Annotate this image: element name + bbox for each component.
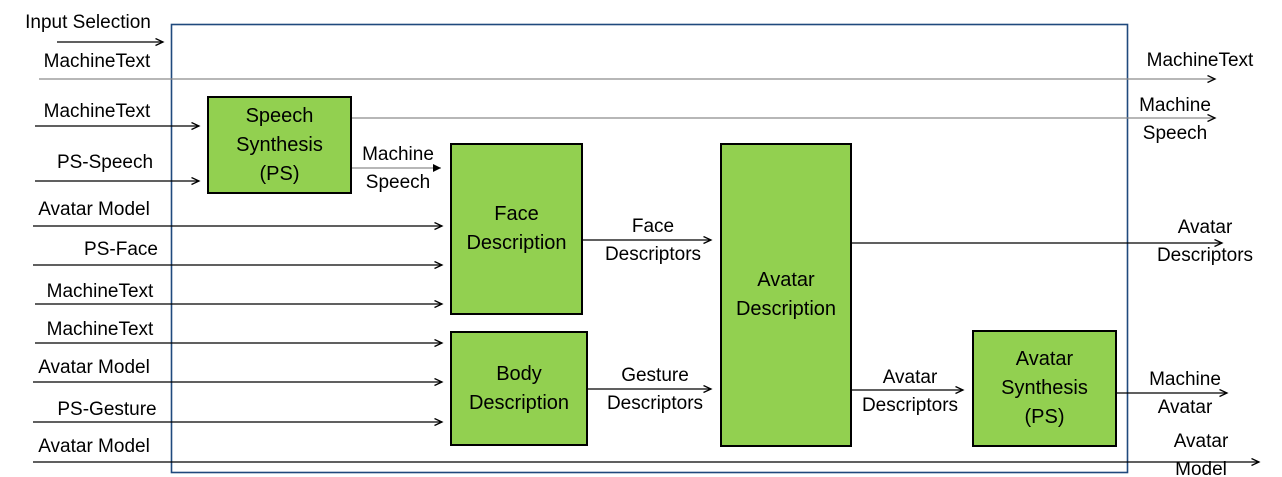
input-label-avatar-model-3: Avatar Model	[38, 436, 150, 457]
input-label-avatar-model-2: Avatar Model	[38, 357, 150, 378]
output-label-machine-speech: Machine Speech	[1139, 95, 1211, 144]
box-body-description-label: Body Description	[468, 362, 570, 414]
input-label-machinetext-1: MachineText	[43, 51, 151, 72]
internal-connectors	[352, 118, 1227, 393]
input-label-machinetext-3: MachineText	[46, 281, 154, 302]
input-label-machinetext-4: MachineText	[46, 319, 154, 340]
edge-label-machine-speech: Machine Speech	[362, 144, 434, 193]
box-face-description: Face Description	[450, 143, 583, 315]
box-avatar-synthesis-label: Avatar Synthesis (PS)	[1001, 348, 1088, 428]
output-label-machine-avatar: Machine Avatar	[1149, 369, 1221, 418]
output-label-avatar-model: Avatar Model	[1173, 431, 1229, 477]
box-avatar-synthesis: Avatar Synthesis (PS)	[972, 330, 1117, 447]
input-label-machinetext-2: MachineText	[43, 101, 151, 122]
edge-label-gesture-descriptors: Gesture Descriptors	[606, 365, 704, 414]
input-label-avatar-model-1: Avatar Model	[38, 199, 150, 220]
input-label-ps-face: PS-Face	[84, 239, 158, 260]
box-speech-synthesis: Speech Synthesis (PS)	[207, 96, 352, 194]
box-body-description: Body Description	[450, 331, 588, 446]
input-label-input-selection: Input Selection	[25, 12, 151, 33]
box-avatar-description: Avatar Description	[720, 143, 852, 447]
edge-label-face-descriptors: Face Descriptors	[604, 216, 702, 265]
box-speech-synthesis-label: Speech Synthesis (PS)	[236, 104, 323, 185]
input-label-ps-speech: PS-Speech	[56, 152, 154, 173]
system-boundary-frame	[170, 23, 1129, 474]
edge-label-avatar-descriptors: Avatar Descriptors	[861, 367, 959, 416]
output-label-avatar-descriptors: Avatar Descriptors	[1156, 217, 1254, 266]
box-face-description-label: Face Description	[466, 203, 567, 254]
input-connectors	[33, 42, 1259, 462]
input-label-ps-gesture: PS-Gesture	[57, 399, 157, 420]
box-avatar-description-label: Avatar Description	[735, 269, 837, 320]
output-label-machinetext: MachineText	[1146, 50, 1254, 71]
